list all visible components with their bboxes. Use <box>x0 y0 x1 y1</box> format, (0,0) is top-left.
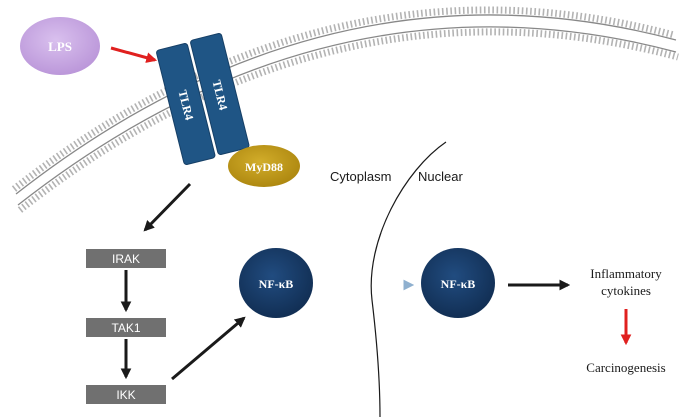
ikk-label: IKK <box>116 388 135 402</box>
inflammatory-cytokines-label-line1: Inflammatory <box>590 266 662 281</box>
carcinogenesis-label: Carcinogenesis <box>586 360 665 375</box>
lps-to-tlr4-arrow <box>110 46 158 63</box>
nfkb-nuclear-label: NF-κB <box>441 277 476 291</box>
nfkb-cytoplasm-label: NF-κB <box>259 277 294 291</box>
myd88-node: MyD88 <box>228 145 300 187</box>
inflammatory-cytokines-label-line2: cytokines <box>601 283 651 298</box>
irak-label: IRAK <box>112 252 140 266</box>
lps-label: LPS <box>48 39 72 54</box>
receptor-to-irak-arrow <box>143 182 192 232</box>
nfkb-cytoplasm-node: NF-κB <box>239 248 313 318</box>
cytoplasm-region-label: Cytoplasm <box>330 169 391 184</box>
nuclear-envelope <box>370 141 447 417</box>
cell-membrane <box>11 6 679 213</box>
myd88-label: MyD88 <box>245 160 283 174</box>
nfkb-nuclear-node: NF-κB <box>421 248 495 318</box>
irak-box: IRAK <box>86 249 166 268</box>
ikk-to-nfkb-arrow <box>171 316 246 381</box>
tak1-label: TAK1 <box>111 321 140 335</box>
lps-node: LPS <box>20 17 100 75</box>
tlr4-receptor-left: TLR4 <box>156 43 216 166</box>
ikk-box: IKK <box>86 385 166 404</box>
tlr4-receptor-right: TLR4 <box>190 33 250 156</box>
nuclear-region-label: Nuclear <box>418 169 463 184</box>
tak1-box: TAK1 <box>86 318 166 337</box>
